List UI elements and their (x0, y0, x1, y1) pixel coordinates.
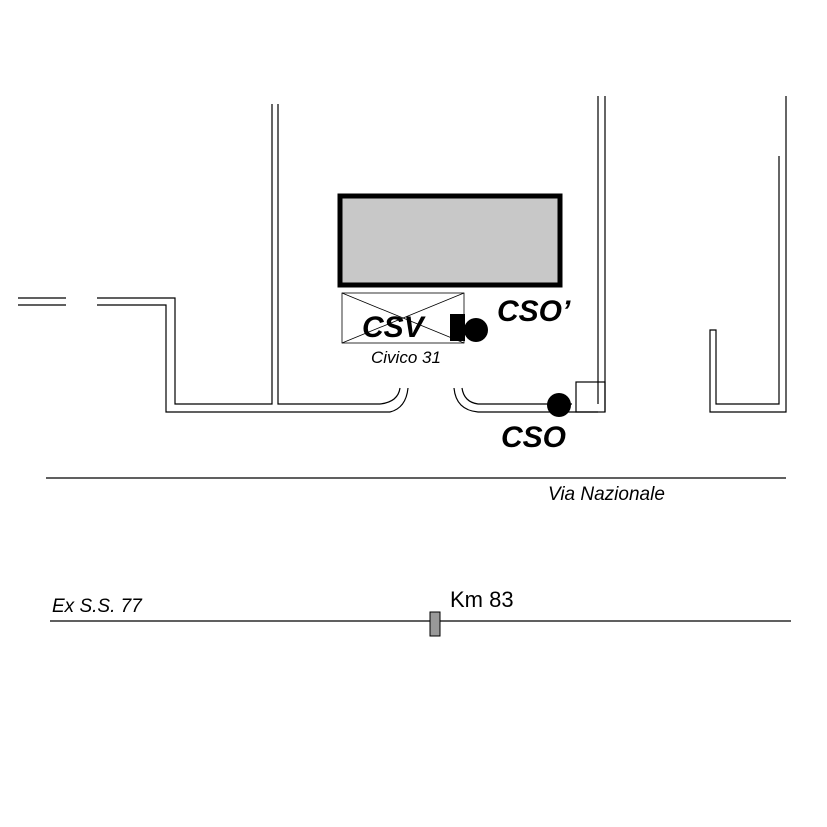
csv-marker (450, 314, 465, 341)
entrance-curb-right (453, 387, 598, 413)
km-label: Km 83 (450, 587, 514, 612)
property-lines (18, 96, 791, 622)
right-lot-outer (709, 96, 787, 413)
cso-prime-label: CSO’ (497, 295, 571, 328)
cso-prime-marker (464, 318, 488, 342)
corner-box (575, 381, 606, 413)
csv-label: CSV (362, 311, 427, 344)
street-name-label: Via Nazionale (548, 484, 665, 505)
civic-number-label: Civico 31 (371, 348, 441, 367)
building-footprint (337, 193, 563, 288)
highway-label: Ex S.S. 77 (52, 596, 143, 617)
cso-label: CSO (501, 421, 566, 454)
left-lot-divider (277, 104, 380, 405)
left-lot-inner (97, 304, 390, 413)
cso-marker (547, 393, 571, 417)
left-lot-outer (97, 104, 273, 405)
entrance-curb-left (379, 387, 409, 413)
km-marker (429, 611, 441, 637)
